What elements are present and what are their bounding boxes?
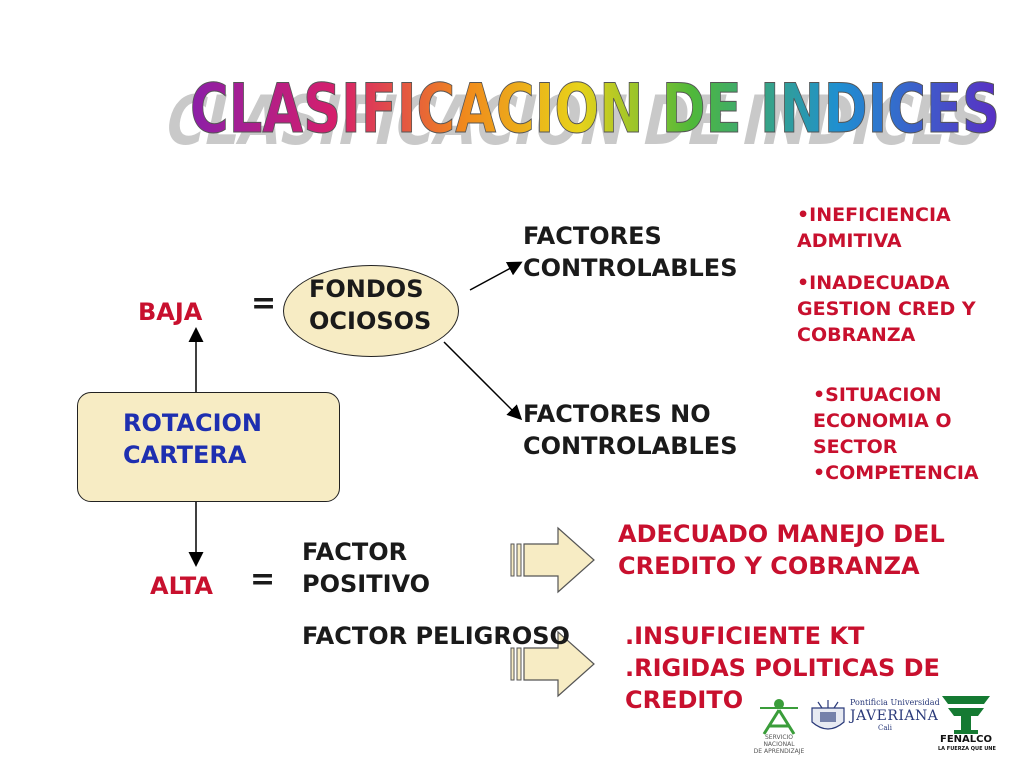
sena-logo: SERVICIO NACIONAL DE APRENDIZAJE [752, 694, 806, 764]
javeriana-line1: Pontificia Universidad [850, 698, 940, 707]
javeriana-line2: JAVERIANA [850, 708, 939, 724]
fondos-ociosos-label: FONDOS OCIOSOS [309, 275, 432, 335]
fenalco-emblem-icon [942, 696, 990, 734]
positivo-result: ADECUADO MANEJO DEL CREDITO Y COBRANZA [618, 520, 945, 580]
baja-label: BAJA [138, 298, 203, 326]
arrow-to-controlables [469, 261, 523, 291]
sena-emblem-icon [760, 699, 798, 735]
fondos-ociosos-ellipse: FONDOS OCIOSOS [283, 265, 459, 357]
no-controlables-items: •SITUACION ECONOMIA O SECTOR •COMPETENCI… [813, 384, 979, 484]
javeriana-crest-icon [811, 700, 845, 730]
title-text: CLASIFICACION DE INDICES [190, 70, 1000, 149]
fenalco-name: FENALCO [940, 734, 992, 745]
rotacion-cartera-box: ROTACION CARTERA [77, 392, 340, 502]
rotacion-cartera-label: ROTACION CARTERA [123, 409, 262, 469]
factor-peligroso: FACTOR PELIGROSO [302, 622, 570, 650]
controlables-item-2: •INADECUADA GESTION CRED Y COBRANZA [797, 272, 976, 346]
fenalco-logo: FENALCO LA FUERZA QUE UNE [938, 690, 996, 766]
javeriana-line3: Cali [878, 724, 893, 732]
block-arrow-peligroso [510, 630, 595, 698]
alta-equals: = [250, 562, 276, 597]
alta-label: ALTA [150, 572, 213, 600]
page-title: CLASIFICACION DE INDICES CLASIFICACION D… [159, 70, 1001, 161]
title-shadow: CLASIFICACION DE INDICES [159, 82, 996, 160]
peligroso-result: .INSUFICIENTE KT .RIGIDAS POLITICAS DE C… [625, 622, 940, 714]
fenalco-caption: LA FUERZA QUE UNE [938, 746, 996, 752]
arrow-to-no-controlables [443, 341, 523, 421]
javeriana-logo: Pontificia Universidad JAVERIANA Cali [808, 696, 940, 738]
sena-caption: SERVICIO NACIONAL DE APRENDIZAJE [753, 734, 805, 755]
baja-equals: = [251, 286, 277, 321]
factor-positivo: FACTOR POSITIVO [302, 538, 431, 598]
factores-no-controlables: FACTORES NO CONTROLABLES [523, 400, 738, 460]
controlables-item-1: •INEFICIENCIA ADMITIVA [797, 204, 951, 252]
factores-controlables: FACTORES CONTROLABLES [523, 222, 738, 282]
block-arrow-positivo [510, 526, 595, 594]
